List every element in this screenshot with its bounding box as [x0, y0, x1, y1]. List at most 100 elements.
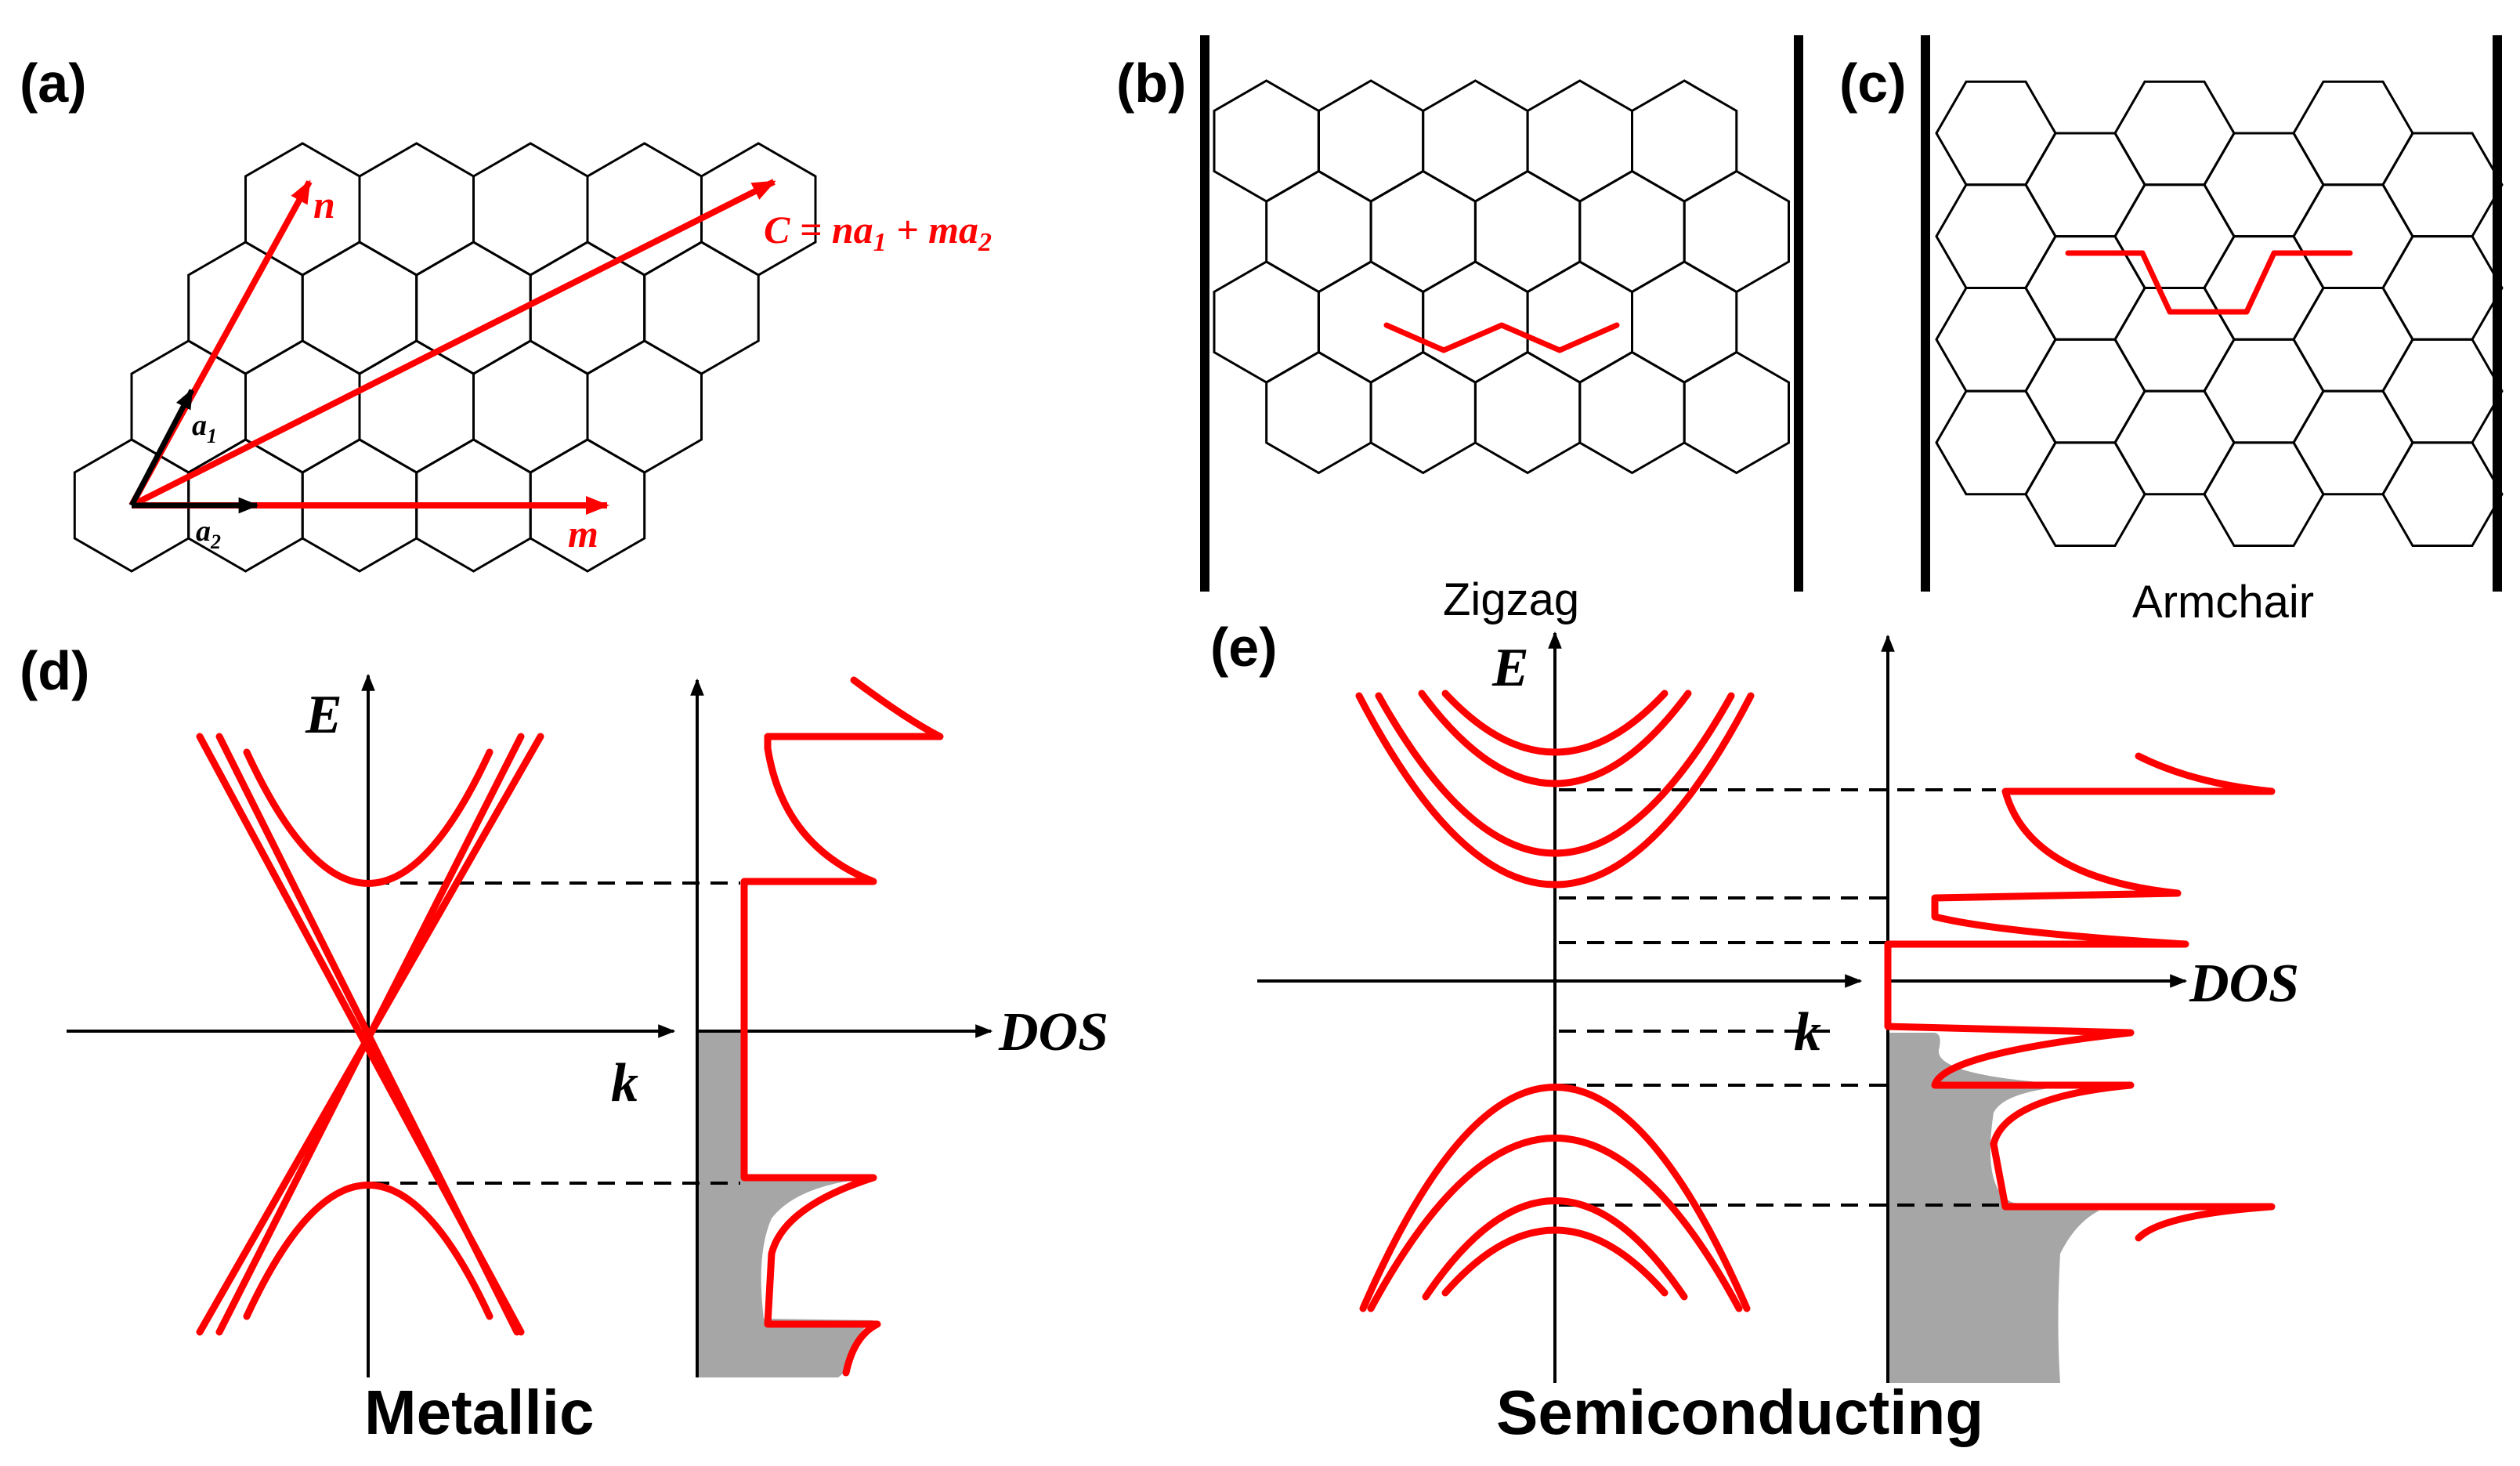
panel-e-label: (e)	[1210, 617, 1278, 678]
graphene-lattice-a	[73, 142, 817, 573]
hexagon-cell	[2381, 338, 2504, 444]
armchair-edge-highlight	[2065, 250, 2353, 315]
conduction-subband-d	[243, 748, 494, 887]
zigzag-caption: Zigzag	[1443, 574, 1579, 625]
linear-band-1b	[196, 733, 525, 1336]
hexagon-cell	[1213, 260, 1320, 384]
hexagon-cell	[358, 142, 475, 277]
hexagon-cell	[2292, 287, 2414, 393]
hexagon-cell	[1935, 287, 2057, 393]
chiral-vector	[130, 179, 776, 509]
panel-b: (b) Zigzag	[1116, 35, 1803, 625]
hexagon-cell	[1683, 350, 1790, 475]
panel-a-label: (a)	[20, 52, 87, 114]
hexagon-cell	[1473, 350, 1582, 475]
hexagon-cell	[586, 142, 703, 277]
conduction-band-3-e	[1418, 690, 1692, 787]
hexagon-cell	[1265, 350, 1372, 475]
hexagon-cell	[1526, 79, 1633, 203]
dos-curve-d	[740, 676, 944, 1377]
valence-band-1-e	[1359, 1084, 1751, 1312]
zigzag-lattice	[1213, 79, 1790, 475]
hexagon-cell	[1935, 183, 2057, 289]
hexagon-cell	[1317, 79, 1425, 203]
conduction-band-2-e	[1375, 692, 1735, 857]
k-label-d: k	[611, 1053, 638, 1113]
panel-c: (c) Armchair	[1839, 35, 2504, 628]
hexagon-cell	[2381, 441, 2504, 547]
hexagon-cell	[472, 142, 589, 277]
hexagon-cell	[2113, 389, 2236, 496]
zigzag-edge-highlight	[1383, 322, 1620, 353]
hexagon-cell	[244, 142, 361, 277]
hexagon-cell	[2113, 287, 2236, 393]
hexagon-cell	[2203, 132, 2325, 238]
dos-curve-e	[1884, 752, 2276, 1242]
valence-band-3-e	[1422, 1197, 1688, 1301]
hexagon-cell	[1265, 169, 1372, 294]
a1-label: a1	[192, 409, 217, 447]
chiral-vector-label: C = na1 + ma2	[764, 208, 992, 257]
metallic-caption: Metallic	[364, 1377, 594, 1447]
hexagon-cell	[1213, 79, 1320, 203]
hexagon-cell	[1369, 169, 1477, 294]
hexagon-cell	[2024, 441, 2146, 547]
hexagon-cell	[1935, 80, 2057, 186]
hexagon-cell	[2292, 183, 2414, 289]
hexagon-cell	[2203, 338, 2325, 444]
conduction-band-4-e	[1441, 690, 1669, 756]
filled-states-e	[1888, 1033, 2099, 1383]
hexagon-cell	[2292, 389, 2414, 496]
energy-label-e: E	[1491, 638, 1529, 698]
hexagon-cell	[1422, 79, 1529, 203]
armchair-lattice	[1935, 80, 2504, 547]
hexagon-cell	[2381, 132, 2504, 238]
hexagon-cell	[529, 241, 646, 375]
hexagon-cell	[1369, 350, 1477, 475]
semiconducting-caption: Semiconducting	[1496, 1377, 1983, 1447]
hexagon-cell	[187, 241, 304, 375]
hexagon-cell	[1935, 389, 2057, 496]
energy-label-d: E	[305, 685, 342, 745]
m-label: m	[568, 512, 598, 556]
hexagon-cell	[700, 142, 817, 277]
armchair-caption: Armchair	[2132, 577, 2314, 628]
valence-subband-d	[243, 1182, 494, 1320]
hexagon-cell	[301, 241, 418, 375]
valence-band-2-e	[1367, 1135, 1743, 1312]
linear-band-2b	[196, 733, 544, 1336]
hexagon-cell	[2203, 441, 2325, 547]
panel-d-label: (d)	[20, 640, 89, 701]
panel-b-label: (b)	[1116, 52, 1186, 114]
hexagon-cell	[2381, 235, 2504, 341]
hexagon-cell	[2292, 80, 2414, 186]
hexagon-cell	[1473, 169, 1582, 294]
k-label-e: k	[1794, 1002, 1821, 1062]
hexagon-cell	[244, 339, 361, 474]
hexagon-cell	[1683, 169, 1790, 294]
dos-label-d: DOS	[998, 1002, 1108, 1062]
panel-e: (e) E k DOS Semiconducting	[1210, 617, 2299, 1447]
conduction-band-1-e	[1355, 692, 1755, 889]
hexagon-cell	[2113, 183, 2236, 289]
hexagon-cell	[1317, 260, 1425, 384]
valence-band-4-e	[1441, 1226, 1669, 1297]
hexagon-cell	[1578, 169, 1686, 294]
hexagon-cell	[472, 339, 589, 474]
dos-label-e: DOS	[2189, 954, 2299, 1014]
hexagon-cell	[1422, 260, 1529, 384]
hexagon-cell	[2024, 132, 2146, 238]
n-label: n	[313, 183, 335, 226]
hexagon-cell	[1631, 260, 1738, 384]
hexagon-cell	[1631, 79, 1738, 203]
hexagon-cell	[1526, 260, 1633, 384]
hexagon-cell	[1578, 350, 1686, 475]
hexagon-cell	[586, 339, 703, 474]
a2-label: a2	[196, 515, 221, 553]
hexagon-cell	[2113, 80, 2236, 186]
hexagon-cell	[2024, 338, 2146, 444]
hexagon-cell	[643, 241, 760, 375]
panel-a: (a) n m a1 a2 C = na1 + ma2	[20, 52, 992, 573]
a1-vector	[128, 388, 195, 507]
